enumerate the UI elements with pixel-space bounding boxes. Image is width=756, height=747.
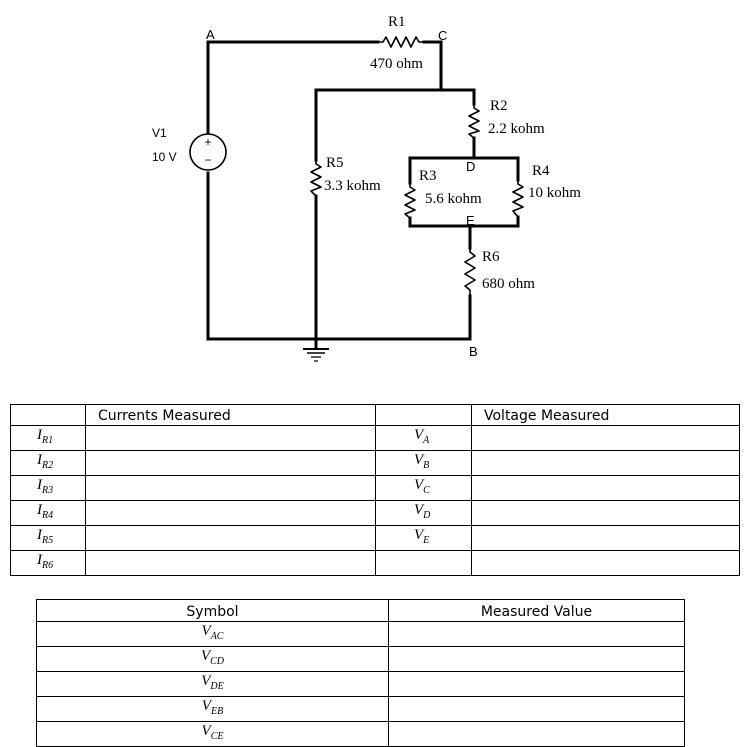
current-symbol: IR1 — [10, 425, 86, 451]
measurement-header-row: Currents Measured Voltage Measured — [10, 404, 740, 426]
current-value-cell[interactable] — [85, 550, 376, 576]
r5-name: R5 — [326, 155, 344, 171]
symbol-row: VAC — [36, 621, 685, 647]
measured-value-cell[interactable] — [388, 671, 685, 697]
measured-value-cell[interactable] — [388, 696, 685, 722]
resistor-r3 — [404, 183, 416, 219]
header-blank-cell — [10, 404, 86, 426]
r6-value: 680 ohm — [482, 276, 535, 292]
r2-name: R2 — [490, 98, 508, 114]
resistor-r2 — [468, 104, 480, 139]
measurement-row: IR1 VA — [10, 425, 740, 451]
current-value-cell[interactable] — [85, 425, 376, 451]
r6-name: R6 — [482, 249, 500, 265]
resistor-r6 — [464, 248, 476, 296]
r1-value: 470 ohm — [370, 56, 423, 72]
current-value-cell[interactable] — [85, 525, 376, 551]
voltage-symbol: VB — [375, 450, 472, 476]
symbol-row: VDE — [36, 671, 685, 697]
voltage-value-cell[interactable] — [471, 500, 740, 526]
voltage-symbol: VD — [375, 500, 472, 526]
r3-value: 5.6 kohm — [425, 191, 482, 207]
current-symbol: IR4 — [10, 500, 86, 526]
symbol-table: Symbol Measured Value VAC VCD VDE VEB VC… — [36, 599, 685, 747]
measured-value-cell[interactable] — [388, 646, 685, 672]
resistor-r1 — [378, 36, 424, 48]
header-blank-cell — [375, 404, 472, 426]
current-symbol: IR3 — [10, 475, 86, 501]
voltage-symbol: VAC — [36, 621, 389, 647]
current-value-cell[interactable] — [85, 500, 376, 526]
current-symbol: IR6 — [10, 550, 86, 576]
source-plus-sign: + — [204, 135, 211, 149]
current-value-cell[interactable] — [85, 475, 376, 501]
r3-name: R3 — [419, 168, 437, 184]
source-value: 10 V — [152, 150, 177, 164]
currents-measured-header: Currents Measured — [85, 404, 376, 426]
measured-value-header: Measured Value — [388, 599, 685, 622]
current-value-cell[interactable] — [85, 450, 376, 476]
voltage-value-cell[interactable] — [471, 450, 740, 476]
measurement-row: IR3 VC — [10, 475, 740, 501]
voltage-symbol: VEB — [36, 696, 389, 722]
measured-value-cell[interactable] — [388, 721, 685, 747]
voltage-symbol: VC — [375, 475, 472, 501]
voltage-symbol — [375, 550, 472, 576]
r5-value: 3.3 kohm — [324, 178, 381, 194]
voltage-symbol: VCD — [36, 646, 389, 672]
voltage-symbol: VDE — [36, 671, 389, 697]
voltage-value-cell[interactable] — [471, 525, 740, 551]
symbol-header: Symbol — [36, 599, 389, 622]
measurement-row: IR2 VB — [10, 450, 740, 476]
current-symbol: IR2 — [10, 450, 86, 476]
voltage-value-cell[interactable] — [471, 425, 740, 451]
node-label-d: D — [466, 159, 475, 174]
voltage-value-cell[interactable] — [471, 550, 740, 576]
voltage-source-v1: + − — [189, 131, 227, 171]
source-name: V1 — [152, 126, 167, 140]
r4-name: R4 — [532, 163, 550, 179]
r1-name: R1 — [388, 14, 406, 30]
voltage-symbol: VE — [375, 525, 472, 551]
current-symbol: IR5 — [10, 525, 86, 551]
voltage-value-cell[interactable] — [471, 475, 740, 501]
measurement-row: IR6 — [10, 550, 740, 576]
circuit-diagram: + − V1 10 V A C D E B R1 470 ohm R2 2.2 … — [152, 14, 581, 362]
measurement-row: IR5 VE — [10, 525, 740, 551]
source-minus-sign: − — [204, 153, 211, 167]
voltage-symbol: VCE — [36, 721, 389, 747]
node-label-b: B — [469, 344, 478, 359]
symbol-row: VCE — [36, 721, 685, 747]
ground-symbol — [303, 348, 329, 362]
node-label-e: E — [466, 213, 475, 228]
voltage-measured-header: Voltage Measured — [471, 404, 740, 426]
measured-value-cell[interactable] — [388, 621, 685, 647]
r2-value: 2.2 kohm — [488, 121, 545, 137]
circuit-wires — [206, 40, 520, 350]
node-label-c: C — [438, 28, 447, 43]
resistor-r4 — [512, 180, 524, 218]
symbol-row: VCD — [36, 646, 685, 672]
symbol-header-row: Symbol Measured Value — [36, 599, 685, 622]
symbol-row: VEB — [36, 696, 685, 722]
r4-value: 10 kohm — [528, 185, 581, 201]
resistor-r5 — [310, 160, 322, 197]
measurement-table: Currents Measured Voltage Measured IR1 V… — [10, 404, 740, 576]
measurement-row: IR4 VD — [10, 500, 740, 526]
voltage-symbol: VA — [375, 425, 472, 451]
node-label-a: A — [206, 27, 215, 42]
